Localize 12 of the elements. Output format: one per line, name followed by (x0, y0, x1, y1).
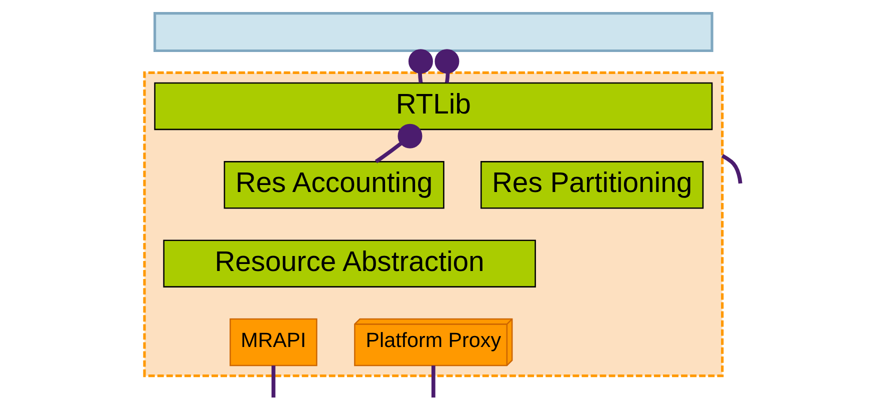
node-box (154, 12, 714, 52)
connector (408, 49, 433, 84)
node-box: Res Accounting (224, 161, 444, 209)
node-box: RTLib (154, 82, 713, 130)
node-box: Resource Abstraction (163, 240, 536, 288)
connector (721, 154, 742, 184)
connector (374, 124, 422, 164)
connector (434, 49, 460, 84)
connector (431, 366, 436, 398)
connector (272, 366, 276, 398)
node-box: Res Partitioning (480, 161, 704, 209)
node-box: MRAPI (230, 318, 318, 366)
